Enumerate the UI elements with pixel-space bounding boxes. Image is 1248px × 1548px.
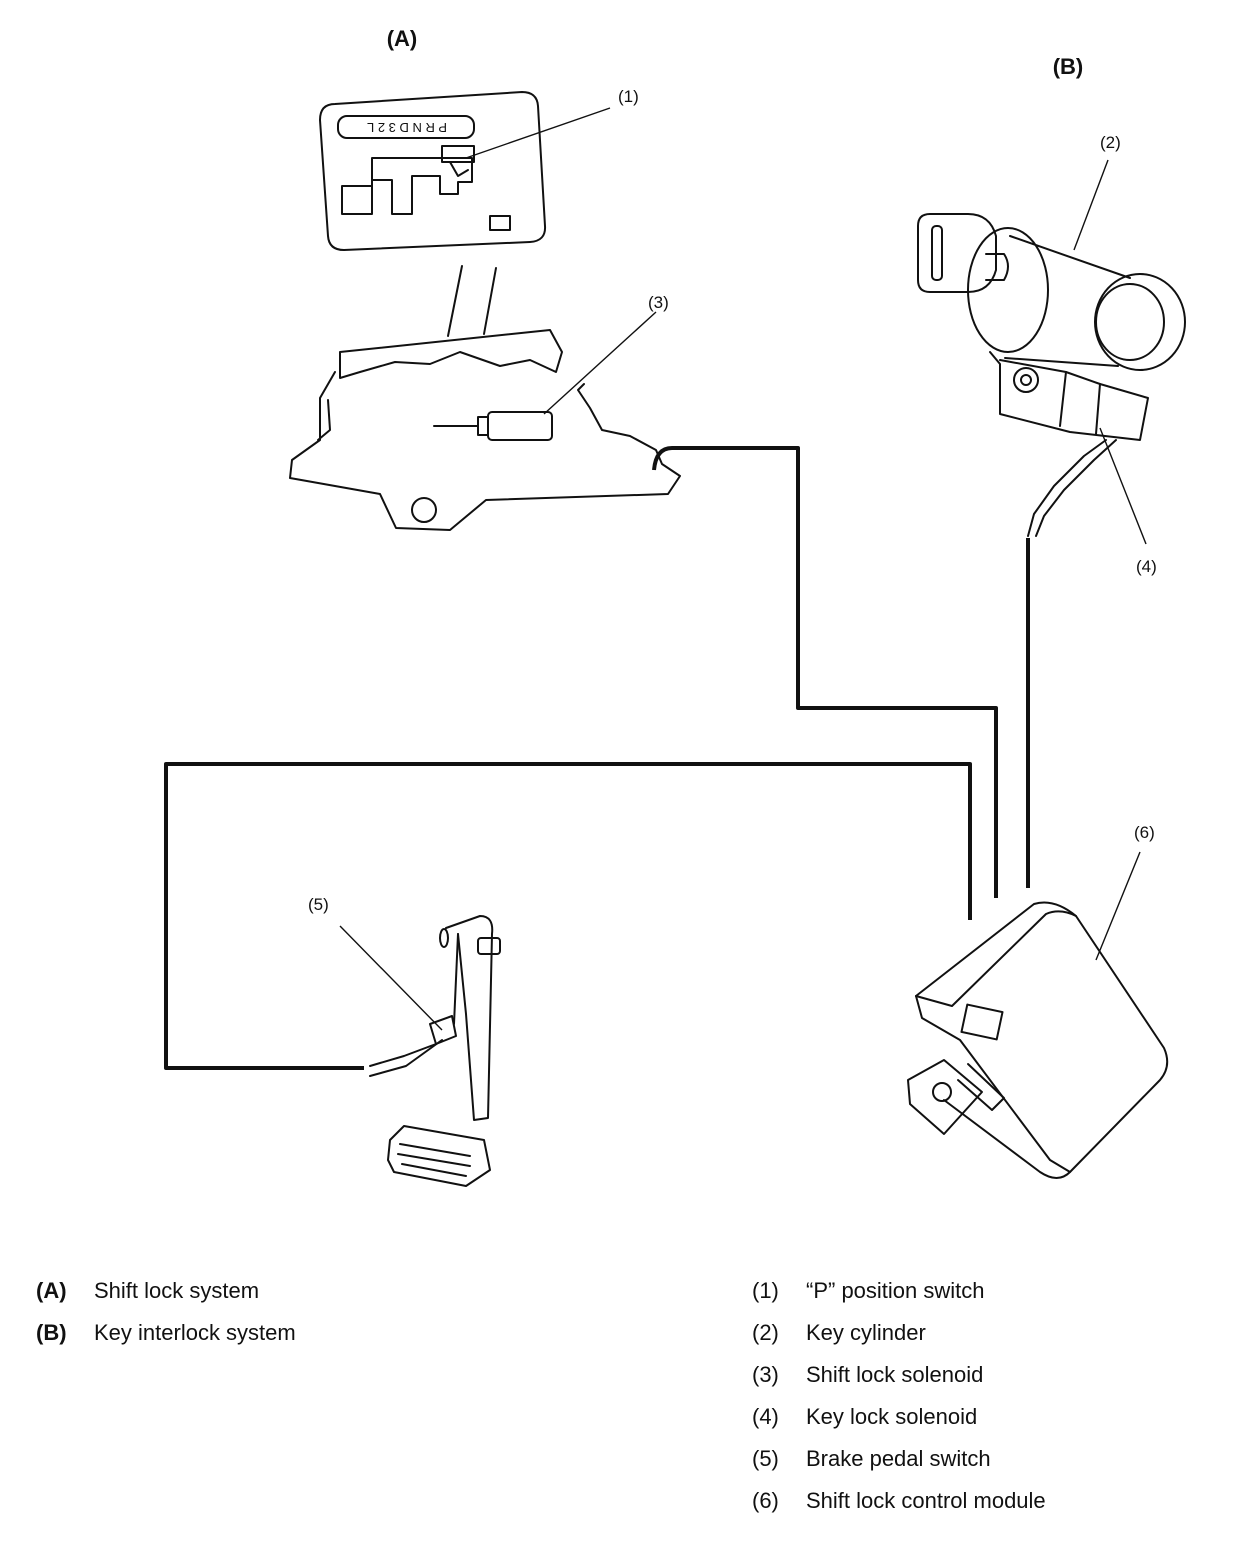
legend-key: (A) [36,1278,67,1303]
legend-key: (6) [752,1488,779,1513]
component-legend: (1) “P” position switch (2) Key cylinder… [752,1270,1046,1522]
legend-item-b: (B) Key interlock system [36,1312,296,1354]
brake-pedal-assembly [369,915,501,1187]
legend-item-a: (A) Shift lock system [36,1270,296,1312]
callout-leaders [339,107,1147,1031]
legend-key: (B) [36,1320,67,1345]
legend-item-6: (6) Shift lock control module [752,1480,1046,1522]
legend-key: (2) [752,1320,779,1345]
legend-item-4: (4) Key lock solenoid [752,1396,1046,1438]
shift-indicator-plate: P R N D 3 2 L [319,91,547,251]
legend-text: “P” position switch [806,1278,985,1303]
section-b-label: (B) [1053,54,1084,79]
shift-lock-control-module [907,901,1169,1179]
wiring-harness [164,446,1030,1070]
callout-5: (5) [308,895,329,914]
legend-text: Brake pedal switch [806,1446,991,1471]
legend-item-2: (2) Key cylinder [752,1312,1046,1354]
legend-text: Shift lock solenoid [806,1362,984,1387]
shifter-assembly [289,265,681,531]
section-a-label: (A) [387,26,418,51]
system-diagram: (A) (B) P R N D 3 2 L [164,26,1186,1187]
legend-text: Shift lock control module [806,1488,1046,1513]
callout-3: (3) [648,293,669,312]
gear-position-letters: P R N D 3 2 L [367,120,447,135]
key-cylinder-assembly [917,213,1186,537]
legend-key: (4) [752,1404,779,1429]
legend-text: Key cylinder [806,1320,926,1345]
legend-text: Key lock solenoid [806,1404,978,1429]
callout-2: (2) [1100,133,1121,152]
legend-key: (5) [752,1446,779,1471]
legend-item-1: (1) “P” position switch [752,1270,1046,1312]
legend-text: Shift lock system [94,1278,260,1303]
legend-item-5: (5) Brake pedal switch [752,1438,1046,1480]
legend-key: (1) [752,1278,779,1303]
callout-1: (1) [618,87,639,106]
callout-4: (4) [1136,557,1157,576]
legend-text: Key interlock system [94,1320,296,1345]
callout-6: (6) [1134,823,1155,842]
legend-item-3: (3) Shift lock solenoid [752,1354,1046,1396]
legend-key: (3) [752,1362,779,1387]
system-legend: (A) Shift lock system (B) Key interlock … [36,1270,296,1354]
